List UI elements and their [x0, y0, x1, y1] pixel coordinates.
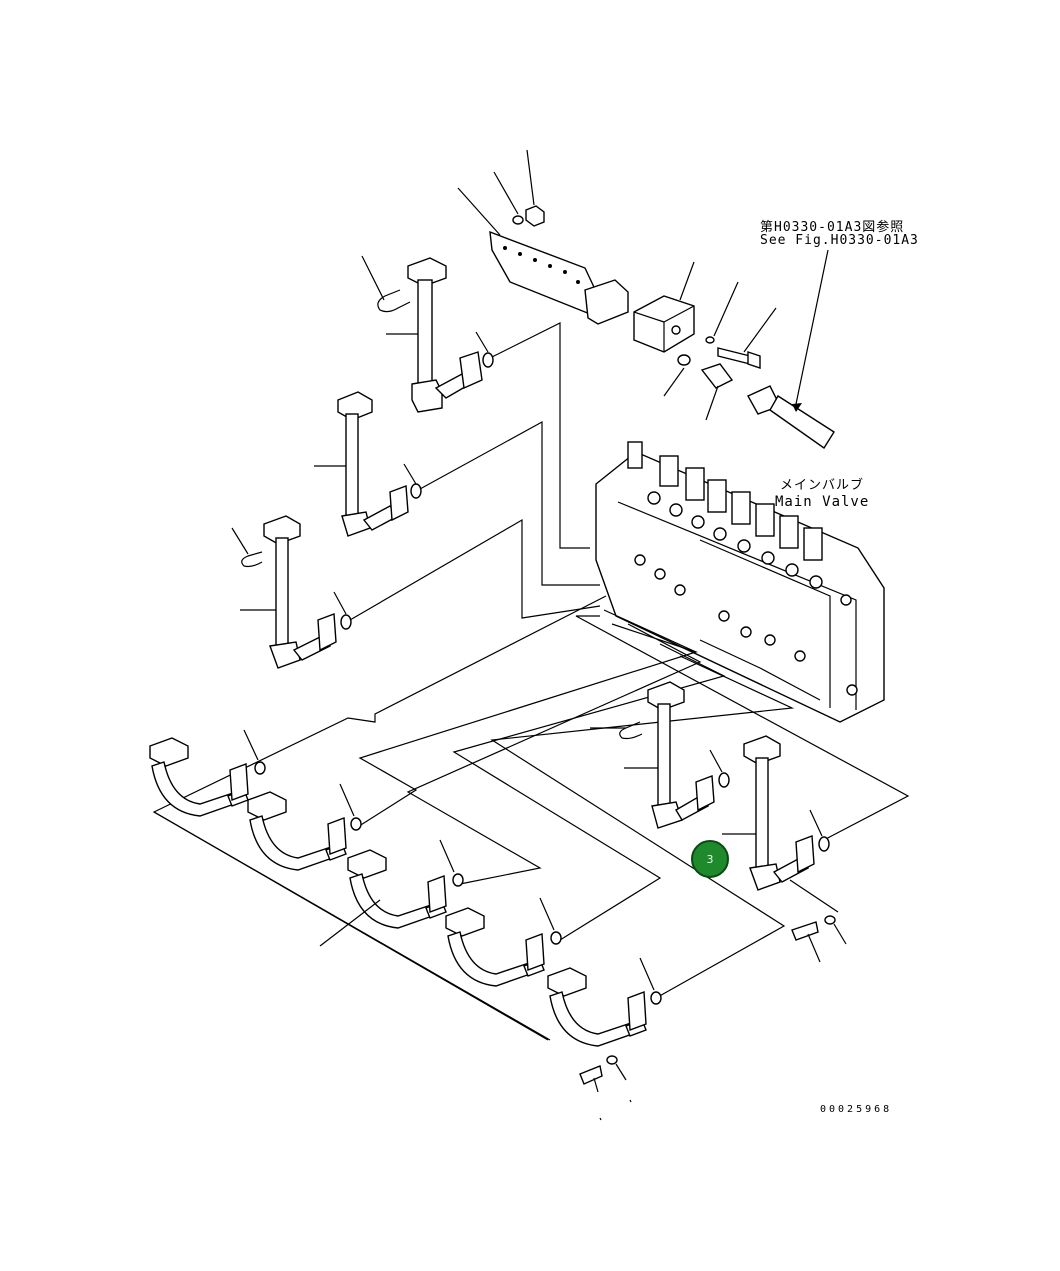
- pipe-e: [647, 681, 715, 829]
- pipe-c: [263, 515, 337, 669]
- nut: [525, 205, 545, 227]
- valve-block: [633, 295, 695, 353]
- callout-marker[interactable]: 3: [691, 840, 729, 878]
- reference-text-ja: 第H0330-01A3図参照: [760, 220, 905, 235]
- bolt: [717, 347, 761, 369]
- elbow-pipe-2: [247, 791, 347, 871]
- u-bolt-e: [619, 721, 643, 740]
- elbow-pipe-4: [445, 907, 545, 987]
- pipe-b: [337, 391, 409, 537]
- callout-number: 3: [706, 852, 714, 866]
- bolt-bottom: [579, 1055, 618, 1085]
- main-valve-label-en: Main Valve: [775, 494, 870, 510]
- main-valve: [595, 441, 885, 723]
- hose-fitting: [747, 385, 835, 449]
- fitting: [700, 363, 734, 389]
- elbow-pipe-3: [347, 849, 447, 929]
- reference-text-en: See Fig.H0330-01A3: [760, 233, 919, 248]
- pipe-a: [407, 257, 483, 413]
- elbow-pipe-5: [547, 967, 647, 1047]
- u-bolt-a: [377, 289, 411, 313]
- elbow-pipe-1: [149, 737, 249, 817]
- main-valve-label-ja: メインバルブ: [780, 478, 865, 493]
- mounting-bracket: [489, 230, 629, 325]
- pipe-d: [743, 735, 815, 891]
- drawing-code: 00025968: [820, 1104, 893, 1115]
- bolt-d: [791, 915, 836, 941]
- washer: [512, 215, 524, 225]
- u-bolt-c: [241, 551, 263, 568]
